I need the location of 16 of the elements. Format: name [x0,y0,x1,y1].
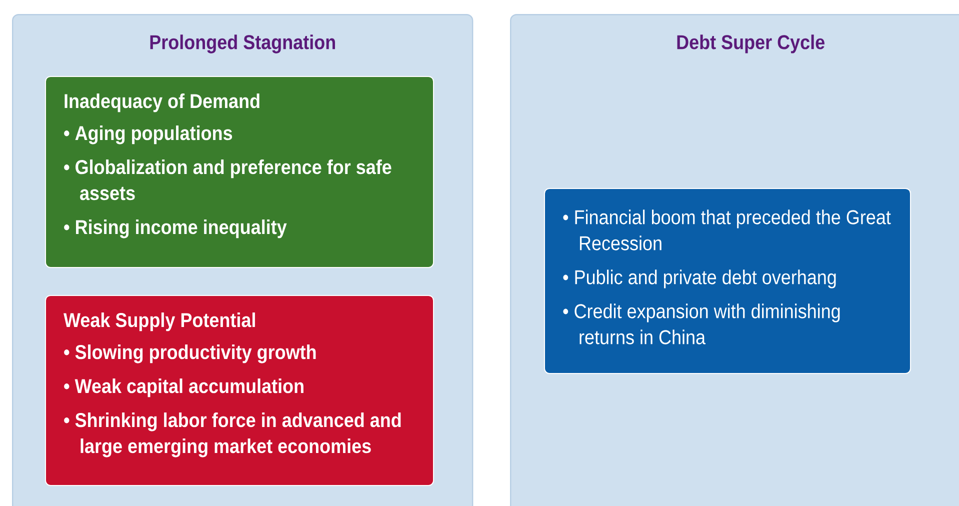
bullet-item: • Credit expansion with diminishing returns in China [563,304,840,344]
panel-title: Debt Super Cycle [677,34,824,54]
text-box [544,188,911,374]
bullet-item: • Slowing productivity growth [64,344,316,364]
text-box [45,295,434,486]
box-heading: Weak Supply Potential [64,312,255,332]
bullet-item: • Rising income inequality [64,220,287,238]
text-box [45,76,434,268]
bullet-item: • Financial boom that preceded the Great Recession [563,210,891,250]
panel-title: Prolonged Stagnation [150,34,335,54]
bullet-item: • Public and private debt overhang [563,270,836,288]
bullet-item: • Globalization and preference for safe assets [64,160,392,200]
bullet-item: • Aging populations [64,126,232,144]
bullet-item: • Shrinking labor force in advanced and large emerging market economies [64,412,401,458]
box-heading: Inadequacy of Demand [64,94,260,112]
bullet-item: • Weak capital accumulation [64,378,304,398]
